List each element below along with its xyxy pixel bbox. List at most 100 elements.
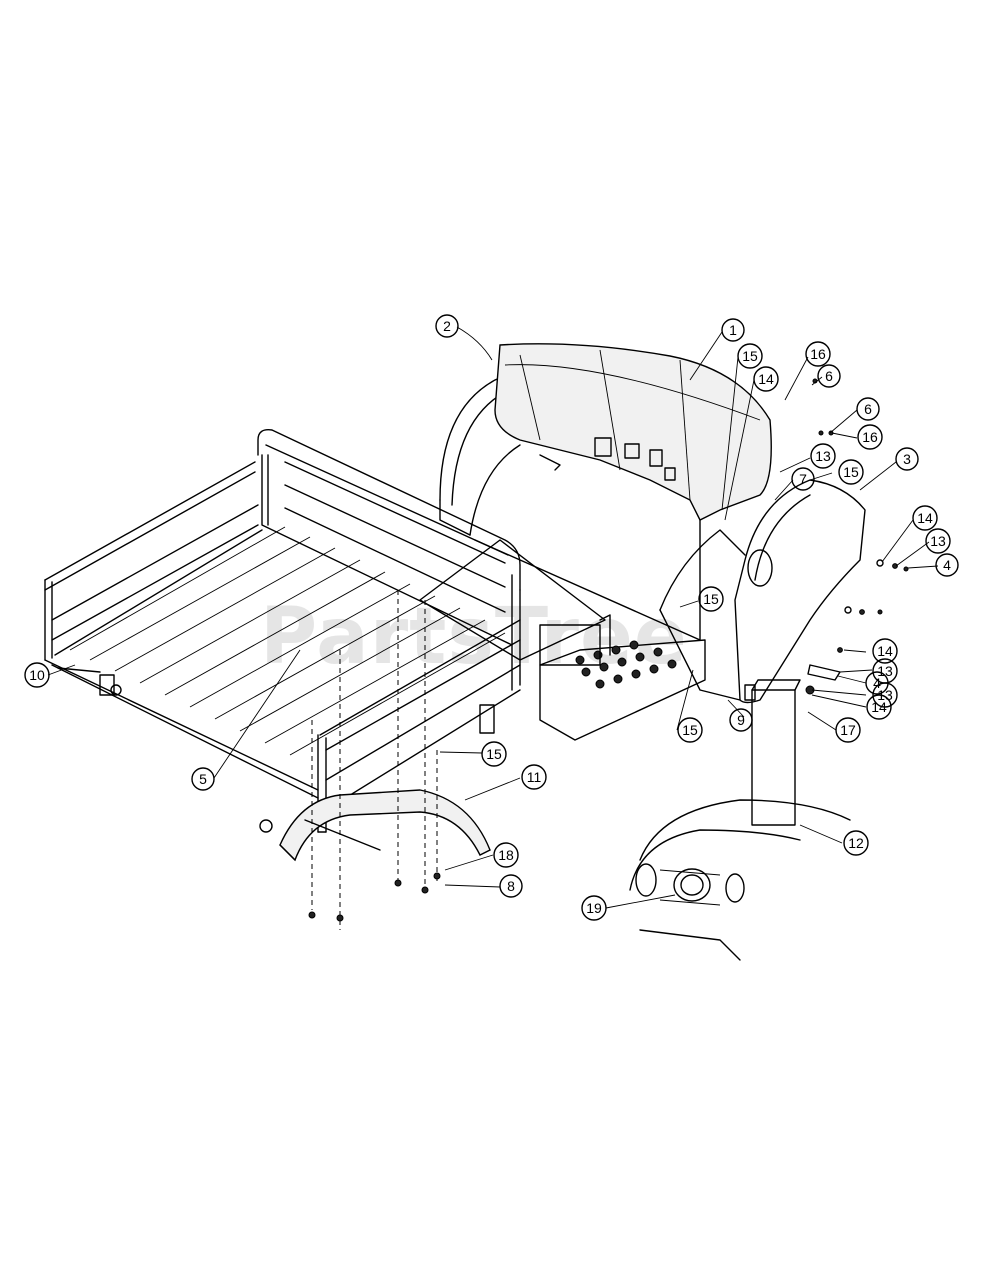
callout-15: 15 xyxy=(698,586,724,612)
callout-18: 18 xyxy=(493,842,519,868)
callout-4: 4 xyxy=(935,553,959,577)
callout-number: 14 xyxy=(758,371,774,387)
callout-number: 15 xyxy=(742,348,758,364)
callout-6: 6 xyxy=(817,364,841,388)
callout-circle xyxy=(721,318,745,342)
callout-10: 10 xyxy=(24,662,50,688)
callout-15: 15 xyxy=(838,459,864,485)
callout-circle xyxy=(191,767,215,791)
callout-14: 14 xyxy=(872,638,898,664)
callout-circle xyxy=(872,682,898,708)
leader-lines xyxy=(47,326,939,909)
callout-8: 8 xyxy=(499,874,523,898)
callout-circle xyxy=(677,717,703,743)
callout-number: 3 xyxy=(903,451,911,467)
callout-labels: 1 2 3 4 4 5 6 6 7 8 9 10 11 12 13 13 13 … xyxy=(24,314,959,921)
callout-number: 16 xyxy=(810,346,826,362)
callout-13: 13 xyxy=(925,528,951,554)
callout-circle xyxy=(817,364,841,388)
callout-circle xyxy=(857,424,883,450)
callout-13: 13 xyxy=(810,443,836,469)
callout-number: 17 xyxy=(840,722,856,738)
callout-14: 14 xyxy=(753,366,779,392)
callout-2: 2 xyxy=(435,314,459,338)
cargo-bed-drawing xyxy=(44,429,521,833)
callout-13: 13 xyxy=(872,682,898,708)
callout-number: 13 xyxy=(877,663,893,679)
callout-number: 18 xyxy=(498,847,514,863)
floor-holes xyxy=(575,640,677,689)
callout-number: 14 xyxy=(917,510,933,526)
callout-circle xyxy=(435,314,459,338)
callout-circle xyxy=(856,397,880,421)
headlight-inset-drawing xyxy=(629,799,851,961)
callout-circle xyxy=(791,467,815,491)
callout-circle xyxy=(935,553,959,577)
callout-circle xyxy=(866,694,892,720)
callout-circle xyxy=(698,586,724,612)
callout-16: 16 xyxy=(857,424,883,450)
callout-number: 1 xyxy=(729,322,737,338)
callout-circle xyxy=(835,717,861,743)
callout-number: 8 xyxy=(507,878,515,894)
callout-1: 1 xyxy=(721,318,745,342)
callout-6: 6 xyxy=(856,397,880,421)
callout-15: 15 xyxy=(737,343,763,369)
watermark-text: PartsTree xyxy=(260,592,688,682)
callout-number: 9 xyxy=(737,712,745,728)
callout-17: 17 xyxy=(835,717,861,743)
callout-number: 11 xyxy=(527,769,542,785)
callout-circle xyxy=(521,764,547,790)
callout-number: 16 xyxy=(862,429,878,445)
callout-9: 9 xyxy=(729,708,753,732)
callout-number: 6 xyxy=(864,401,872,417)
callout-3: 3 xyxy=(895,447,919,471)
callout-7: 7 xyxy=(791,467,815,491)
callout-circle xyxy=(581,895,607,921)
callout-circle xyxy=(753,366,779,392)
callout-5: 5 xyxy=(191,767,215,791)
callout-circle xyxy=(481,741,507,767)
rear-fender-drawing xyxy=(279,590,491,930)
callout-number: 10 xyxy=(29,667,45,683)
callout-number: 15 xyxy=(703,591,719,607)
callout-number: 14 xyxy=(877,643,893,659)
callout-circle xyxy=(810,443,836,469)
callout-circle xyxy=(493,842,519,868)
callout-number: 5 xyxy=(199,771,207,787)
callout-16: 16 xyxy=(805,341,831,367)
callout-number: 15 xyxy=(843,464,859,480)
callout-14: 14 xyxy=(912,505,938,531)
callout-15: 15 xyxy=(481,741,507,767)
partstree-logo-watermark: PartsTree xyxy=(260,592,688,682)
callout-number: 13 xyxy=(815,448,831,464)
callout-circle xyxy=(843,830,869,856)
callout-number: 14 xyxy=(871,699,887,715)
callout-circle xyxy=(729,708,753,732)
callout-number: 13 xyxy=(877,687,893,703)
callout-12: 12 xyxy=(843,830,869,856)
callout-number: 7 xyxy=(799,471,807,487)
callout-number: 15 xyxy=(486,746,502,762)
callout-15: 15 xyxy=(677,717,703,743)
callout-circle xyxy=(895,447,919,471)
callout-circle xyxy=(838,459,864,485)
callout-14: 14 xyxy=(866,694,892,720)
callout-circle xyxy=(24,662,50,688)
callout-number: 4 xyxy=(943,557,951,573)
callout-circle xyxy=(872,638,898,664)
callout-11: 11 xyxy=(521,764,547,790)
callout-number: 2 xyxy=(443,318,451,334)
callout-number: 4 xyxy=(873,675,881,691)
callout-circle xyxy=(925,528,951,554)
callout-circle xyxy=(499,874,523,898)
callout-number: 13 xyxy=(930,533,946,549)
callout-number: 6 xyxy=(825,368,833,384)
callout-circle xyxy=(805,341,831,367)
callout-circle xyxy=(912,505,938,531)
callout-number: 12 xyxy=(848,835,864,851)
callout-number: 15 xyxy=(682,722,698,738)
callout-circle xyxy=(737,343,763,369)
